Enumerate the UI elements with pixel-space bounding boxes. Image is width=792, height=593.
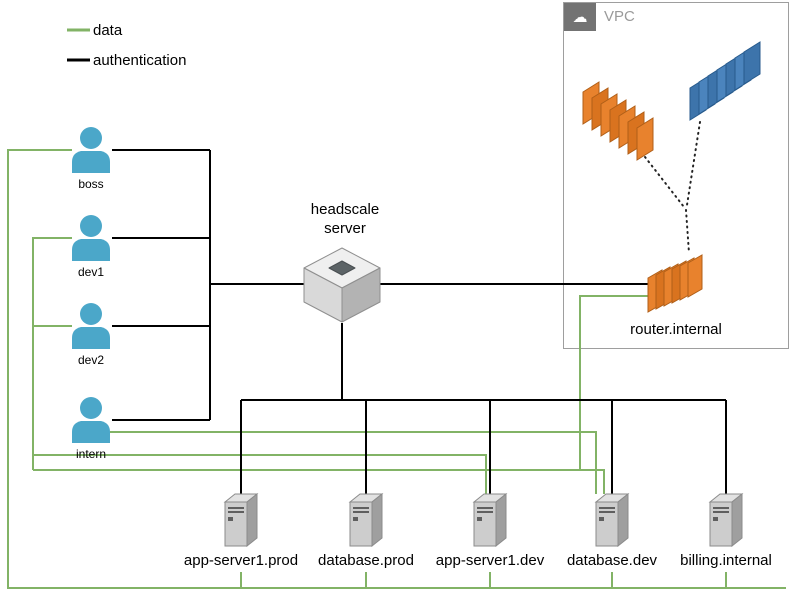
server-icon-database-prod — [348, 492, 384, 548]
server-icons — [223, 492, 744, 548]
edge-data-bus-server-stubs — [240, 572, 727, 588]
server-icon-app-server1-prod — [223, 492, 259, 548]
server-label-database-prod: database.prod — [318, 552, 414, 569]
edge-auth-bus-server-drops — [240, 400, 727, 497]
edge-data-dev1-trunk — [32, 237, 72, 470]
user-icon-dev1 — [72, 215, 110, 261]
cube-top-face — [303, 247, 381, 289]
legend-auth-label: authentication — [93, 52, 187, 69]
cube-top-diamond — [328, 260, 356, 276]
legend-swatches — [67, 28, 90, 62]
server-icon-billing-internal — [708, 492, 744, 548]
user-icons — [72, 127, 110, 443]
vpc-header: ☁ — [564, 3, 596, 31]
headscale-label: headscale server — [310, 201, 380, 237]
vpc-label: VPC — [604, 8, 635, 25]
vpc-box: ☁ VPC — [563, 2, 789, 349]
user-icon-intern — [72, 397, 110, 443]
server-icon-app-server1-dev — [472, 492, 508, 548]
server-label-app-server1-prod: app-server1.prod — [183, 552, 299, 569]
user-label-boss: boss — [78, 177, 104, 191]
user-label-intern: intern — [75, 447, 107, 461]
user-icon-dev2 — [72, 303, 110, 349]
edge-data-dev-dbdev — [33, 469, 605, 494]
cube-right-face — [341, 267, 381, 323]
router-label: router.internal — [630, 321, 722, 338]
cube-left-face — [303, 267, 343, 323]
server-icon-database-dev — [594, 492, 630, 548]
user-label-dev1: dev1 — [77, 265, 105, 279]
server-label-app-server1-dev: app-server1.dev — [435, 552, 545, 569]
cloud-icon: ☁ — [572, 9, 588, 26]
user-icon-boss — [72, 127, 110, 173]
server-label-billing-internal: billing.internal — [680, 552, 772, 569]
edge-data-intern-dbdev — [110, 431, 597, 494]
legend-data-label: data — [93, 22, 123, 39]
user-label-dev2: dev2 — [77, 353, 105, 367]
headscale-cube-icon — [303, 247, 381, 323]
server-label-database-dev: database.dev — [566, 552, 658, 569]
